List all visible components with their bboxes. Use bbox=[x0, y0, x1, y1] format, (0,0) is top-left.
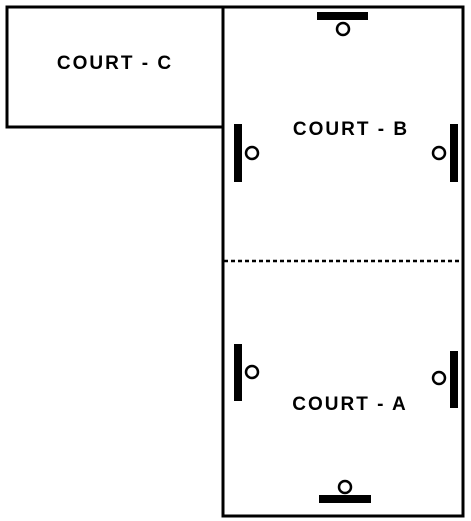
hoop-icon bbox=[431, 351, 458, 408]
backboard bbox=[234, 124, 242, 182]
rim bbox=[431, 370, 447, 386]
hoop-icon bbox=[234, 124, 260, 182]
hoop-icon bbox=[319, 479, 371, 503]
rim bbox=[337, 479, 353, 495]
backboard bbox=[234, 344, 242, 401]
court-b-label: COURT - B bbox=[293, 119, 409, 140]
court-a-label: COURT - A bbox=[292, 394, 407, 415]
rim bbox=[244, 364, 260, 380]
hoop-icon bbox=[317, 12, 368, 37]
backboard bbox=[450, 351, 458, 408]
rim bbox=[244, 145, 260, 161]
rim bbox=[431, 145, 447, 161]
backboard bbox=[450, 124, 458, 182]
backboard bbox=[319, 495, 371, 503]
court-c-label: COURT - C bbox=[57, 53, 173, 74]
backboard bbox=[317, 12, 368, 20]
rim bbox=[335, 21, 351, 37]
hoop-icon bbox=[431, 124, 458, 182]
court-ab-outline bbox=[221, 5, 465, 518]
hoop-icon bbox=[234, 344, 260, 401]
